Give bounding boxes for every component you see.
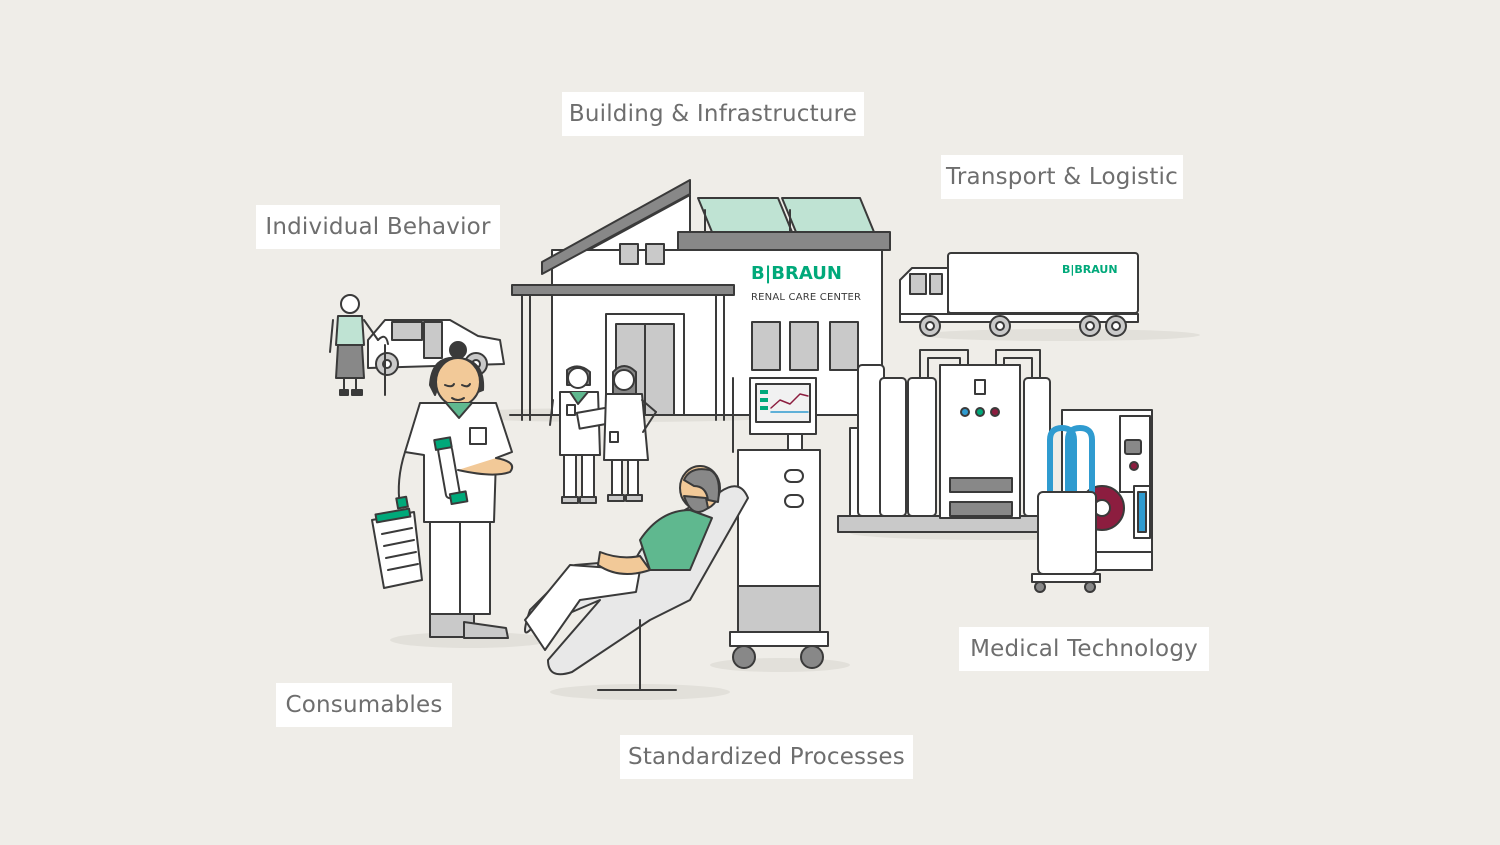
building-subtitle: RENAL CARE CENTER xyxy=(751,292,862,303)
label-transport-logistic: Transport & Logistic xyxy=(941,155,1183,199)
elderly-woman xyxy=(329,294,389,396)
patient-legs xyxy=(524,564,641,651)
truck-trailer xyxy=(947,252,1139,314)
portable-ro-unit xyxy=(1031,425,1101,593)
delivery-truck xyxy=(899,252,1139,337)
label-medical-technology: Medical Technology xyxy=(959,627,1209,671)
building-window xyxy=(751,321,781,371)
label-individual-behavior: Individual Behavior xyxy=(256,205,500,249)
truck-brand-logo: B|BRAUN xyxy=(1062,263,1118,276)
dialyzer xyxy=(433,436,469,506)
renal-care-building xyxy=(509,179,891,421)
water-treatment-unit xyxy=(837,349,1051,533)
label-consumables: Consumables xyxy=(276,683,452,727)
doctor-with-tablet xyxy=(549,365,613,504)
label-building-infrastructure: Building & Infrastructure xyxy=(562,92,864,136)
building-brand-logo: B|BRAUN xyxy=(751,263,842,284)
building-window xyxy=(619,243,639,265)
patient-in-dialysis-chair xyxy=(524,465,749,691)
building-window xyxy=(829,321,859,371)
doctor-female xyxy=(603,365,657,502)
entrance-canopy xyxy=(511,284,735,296)
consumables-bag xyxy=(371,495,423,589)
nurse xyxy=(371,341,514,639)
label-standardized-processes: Standardized Processes xyxy=(620,735,913,779)
building-window xyxy=(645,243,665,265)
dialysis-machine xyxy=(729,377,829,669)
patient-shirt xyxy=(639,509,713,571)
flat-roof xyxy=(677,231,891,251)
truck-wheels xyxy=(919,315,1127,337)
building-roof xyxy=(541,179,691,275)
solar-panels xyxy=(697,197,875,233)
building-window xyxy=(789,321,819,371)
